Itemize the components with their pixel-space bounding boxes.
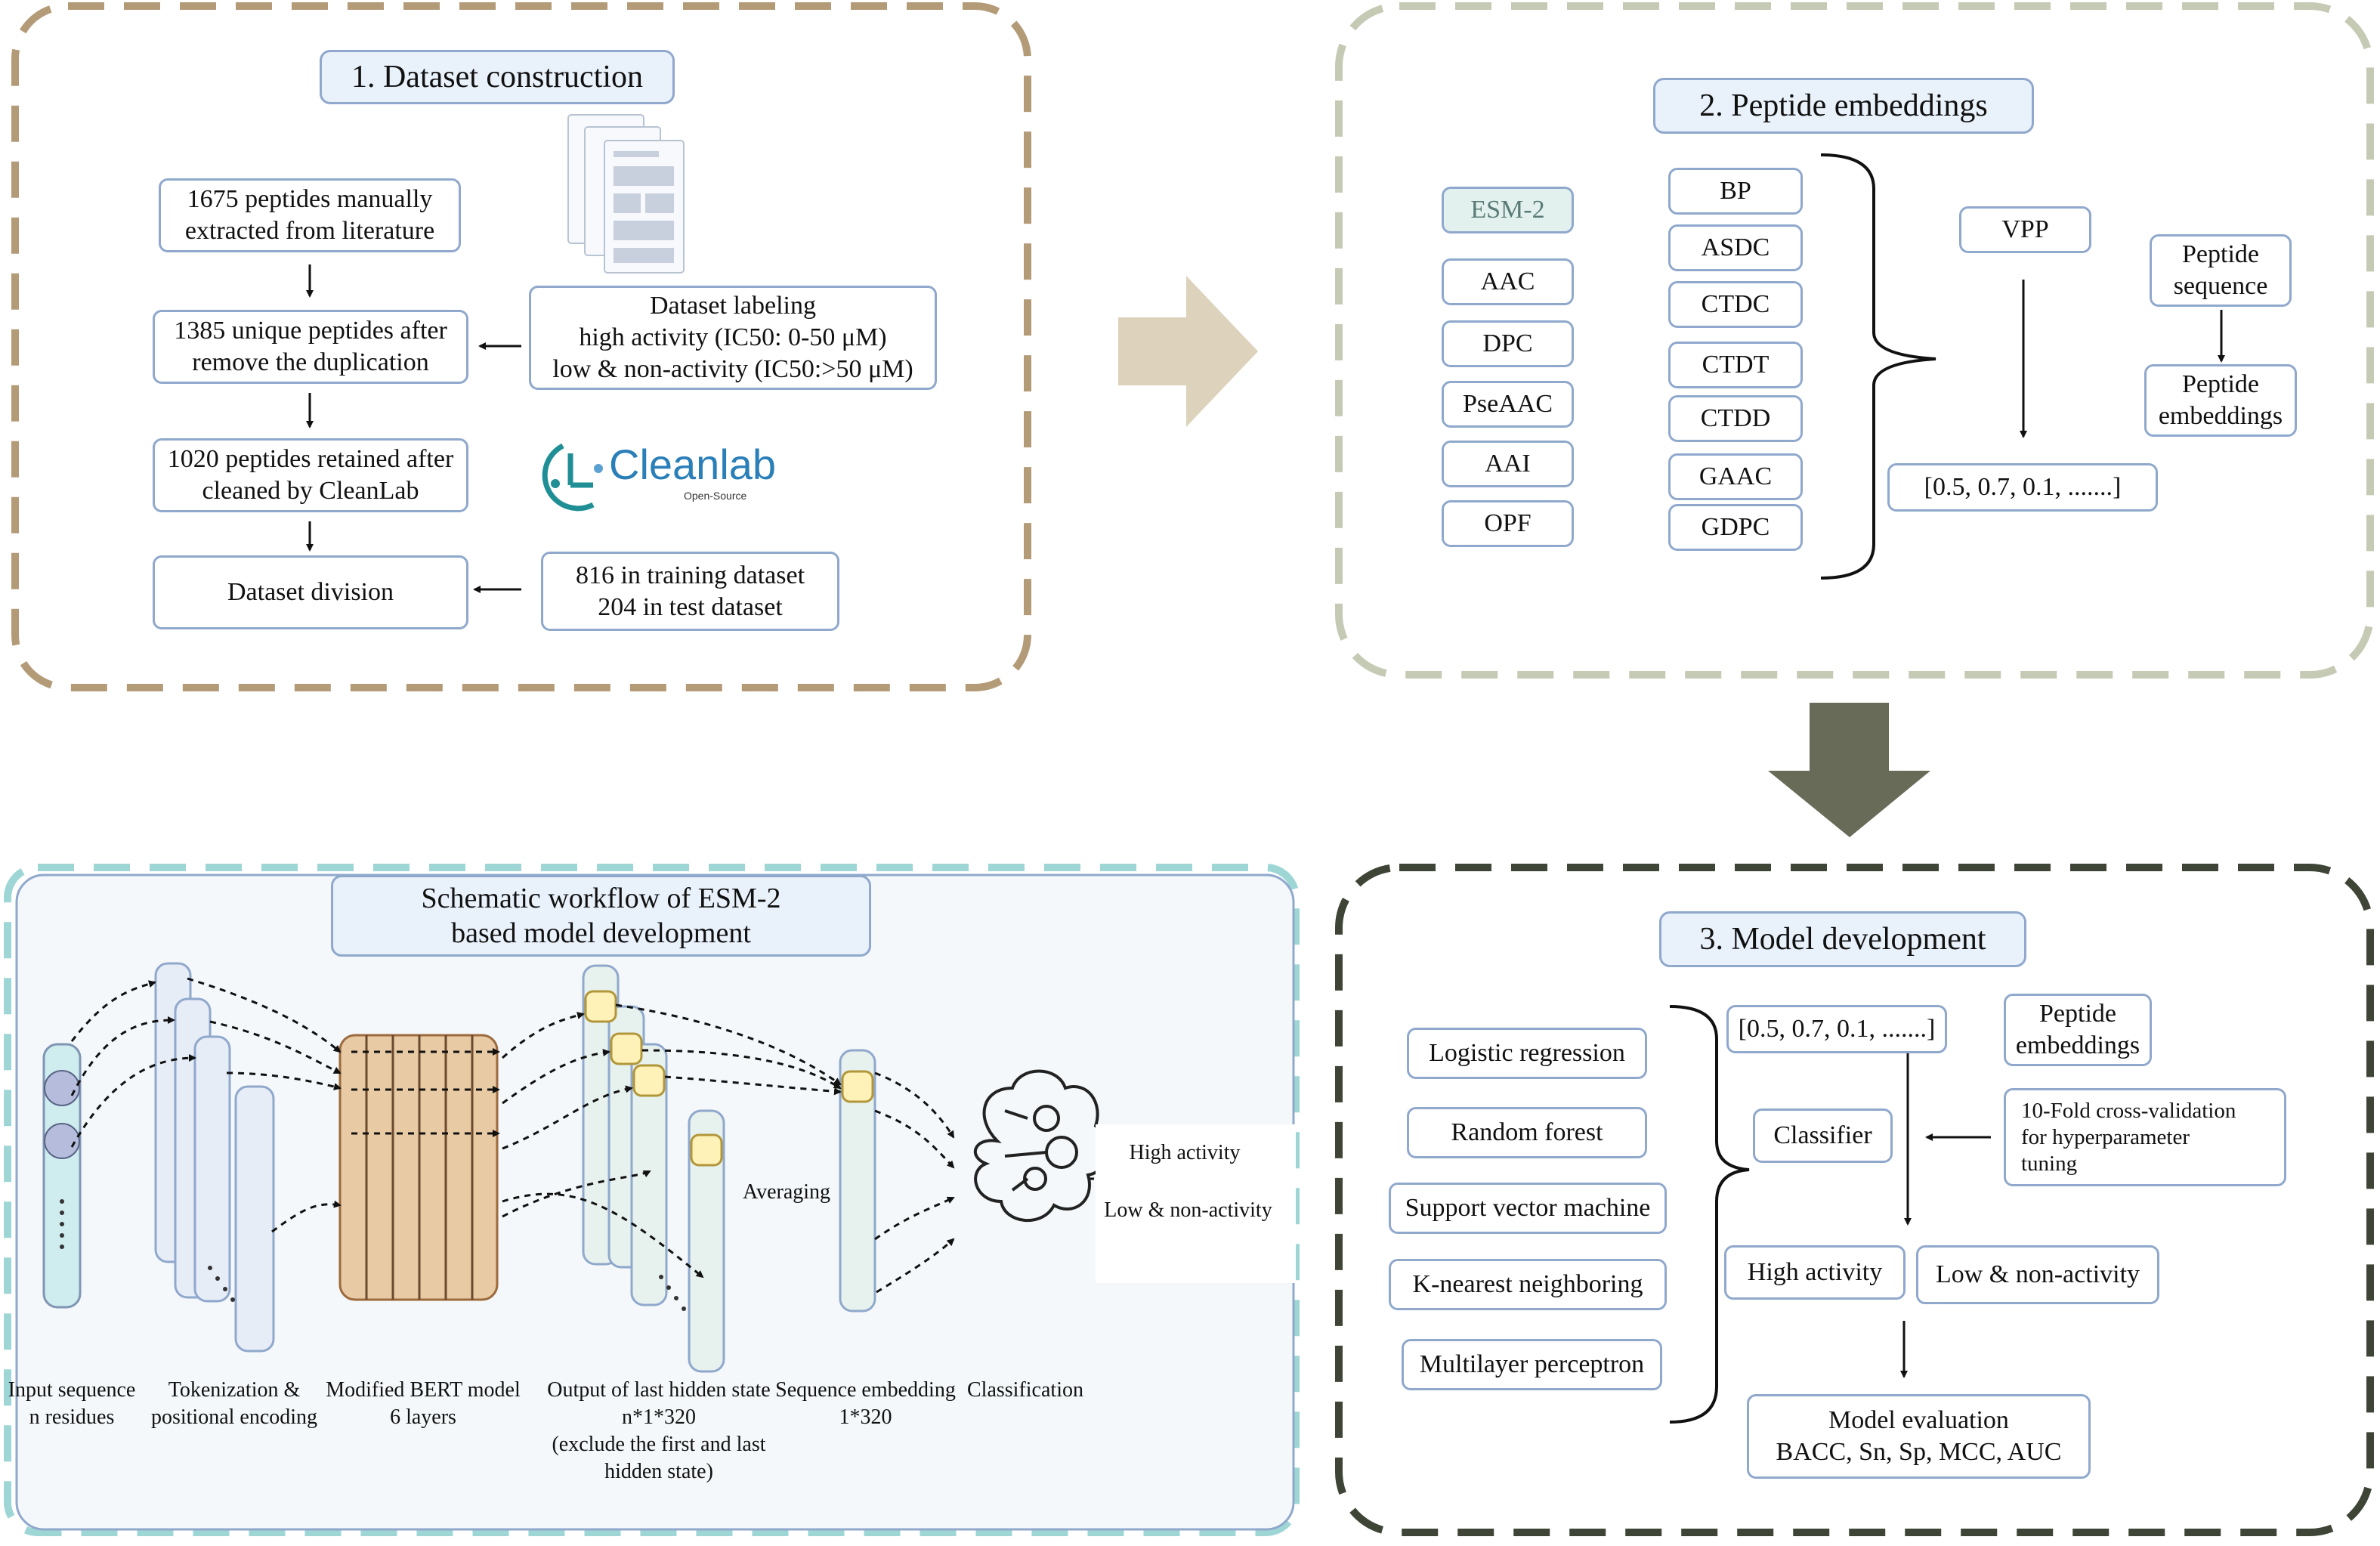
feature-aac: AAC xyxy=(1442,258,1574,305)
result-low-activity: Low & non-activity xyxy=(1916,1245,2159,1304)
arrow-2-to-3 xyxy=(1768,703,1930,837)
result-high-activity: High activity xyxy=(1724,1245,1906,1300)
input-sequence-bar xyxy=(42,1043,82,1309)
averaging-label: Averaging xyxy=(742,1180,831,1204)
section1-title: 1. Dataset construction xyxy=(320,50,675,104)
section3-brace xyxy=(1669,1005,1750,1424)
peptide-embeddings-2: Peptide embeddings xyxy=(2144,364,2297,437)
step-division: Dataset division xyxy=(153,555,468,629)
peptide-sequence: Peptide sequence xyxy=(2150,234,2292,307)
feature-pseaac: PseAAC xyxy=(1442,381,1574,428)
section2-brace xyxy=(1820,153,1936,580)
model-svm: Support vector machine xyxy=(1389,1183,1667,1234)
step-cleaned: 1020 peptides retained after cleaned by … xyxy=(153,438,468,512)
feature-ctdt: CTDT xyxy=(1668,342,1803,388)
feature-aai: AAI xyxy=(1442,441,1574,487)
model-knn: K-nearest neighboring xyxy=(1389,1259,1667,1310)
feature-ctdd: CTDD xyxy=(1668,395,1803,442)
step-unique: 1385 unique peptides after remove the du… xyxy=(153,310,468,384)
label-input-sequence: Input sequence n residues xyxy=(8,1378,136,1429)
feature-ctdc: CTDC xyxy=(1668,281,1803,328)
label-sequence-embedding: Sequence embedding 1*320 xyxy=(775,1378,956,1429)
peptide-embeddings-3: Peptide embeddings xyxy=(2004,994,2152,1066)
model-mlp: Multilayer perceptron xyxy=(1402,1339,1662,1390)
label-tokenization: Tokenization & positional encoding xyxy=(150,1378,318,1429)
cleanlab-logo-text: Cleanlab xyxy=(609,441,777,488)
token-bars xyxy=(154,962,275,1353)
hidden-state-bars xyxy=(582,964,725,1373)
classification-output-bg xyxy=(1096,1124,1296,1283)
feature-esm2: ESM-2 xyxy=(1442,187,1574,233)
classifier-box: Classifier xyxy=(1753,1108,1893,1163)
step-extracted: 1675 peptides manually extracted from li… xyxy=(159,178,461,252)
embedding-vector-3: [0.5, 0.7, 0.1, .......] xyxy=(1726,1005,1947,1053)
feature-dpc: DPC xyxy=(1442,320,1574,367)
model-evaluation: Model evaluation BACC, Sn, Sp, MCC, AUC xyxy=(1747,1394,2091,1479)
embedding-vector: [0.5, 0.7, 0.1, .......] xyxy=(1887,463,2158,512)
sequence-embedding-bar xyxy=(839,1049,876,1313)
feature-bp: BP xyxy=(1668,168,1803,215)
section1-panel xyxy=(11,2,1031,691)
label-classification: Classification xyxy=(967,1378,1083,1402)
cleanlab-logo-subtitle: Open-Source xyxy=(684,490,747,502)
label-hidden-state: Output of last hidden state n*1*320 (exc… xyxy=(547,1378,771,1483)
section2-panel xyxy=(1335,2,2374,679)
brain-gears-icon xyxy=(973,1069,1109,1223)
class-low-activity: Low & non-activity xyxy=(1104,1198,1272,1222)
feature-asdc: ASDC xyxy=(1668,224,1803,271)
class-high-activity: High activity xyxy=(1129,1141,1241,1164)
esm-panel-outer xyxy=(4,864,1300,1536)
section3-panel xyxy=(1335,864,2374,1536)
model-logistic-regression: Logistic regression xyxy=(1407,1028,1647,1079)
cleanlab-logo-mark xyxy=(542,443,603,512)
arrow-1-to-2 xyxy=(1118,276,1258,427)
cv-box: 10-Fold cross-validation for hyperparame… xyxy=(2004,1088,2286,1186)
section2-title: 2. Peptide embeddings xyxy=(1653,78,2034,134)
esm-title: Schematic workflow of ESM-2 based model … xyxy=(331,875,871,957)
feature-gdpc: GDPC xyxy=(1668,504,1803,551)
model-random-forest: Random forest xyxy=(1407,1107,1647,1158)
label-bert: Modified BERT model 6 layers xyxy=(326,1378,521,1429)
vpp-box: VPP xyxy=(1959,206,2091,253)
dataset-labeling: Dataset labeling high activity (IC50: 0-… xyxy=(529,286,937,390)
section3-title: 3. Model development xyxy=(1659,911,2026,967)
train-test-split: 816 in training dataset 204 in test data… xyxy=(541,552,839,631)
feature-opf: OPF xyxy=(1442,500,1574,547)
feature-gaac: GAAC xyxy=(1668,453,1803,500)
